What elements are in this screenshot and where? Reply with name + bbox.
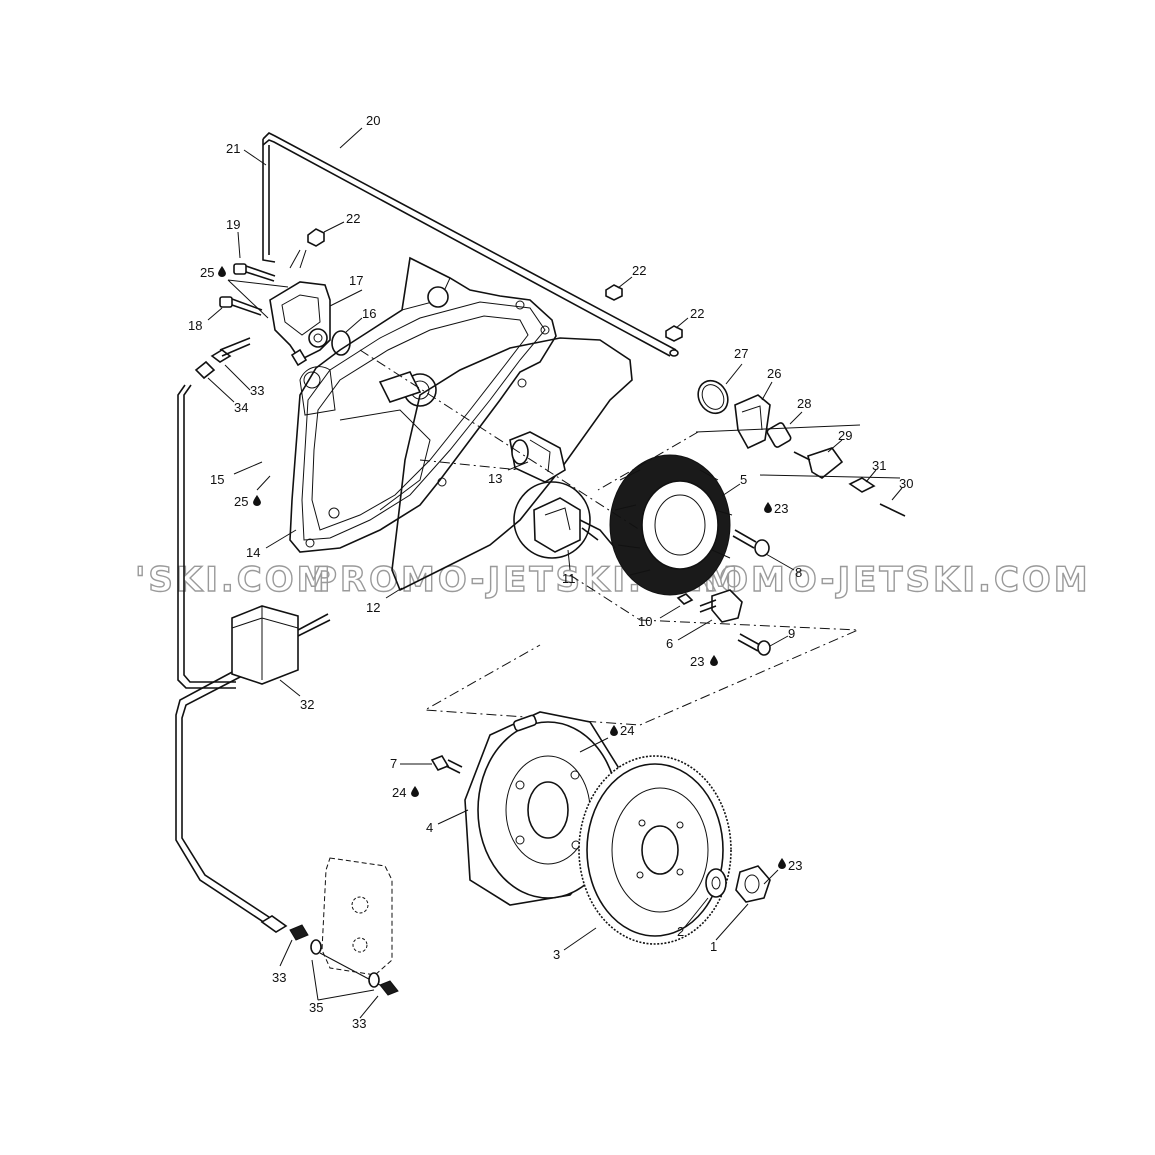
callout-22: 22	[632, 263, 646, 278]
callout-21: 21	[226, 141, 240, 156]
drop-icon	[764, 502, 772, 513]
callout-3: 3	[553, 947, 560, 962]
callout-4: 4	[426, 820, 433, 835]
callout-23: 23	[788, 858, 802, 873]
callout-23: 23	[690, 654, 704, 669]
rotor-hub-13	[509, 431, 566, 483]
drop-icon	[610, 725, 618, 736]
callout-32: 32	[300, 697, 314, 712]
drop-icon	[218, 266, 226, 277]
callout-25: 25	[200, 265, 214, 280]
drop-icon	[411, 786, 419, 797]
callout-31: 31	[872, 458, 886, 473]
callout-1: 1	[710, 939, 717, 954]
watermark: 'SKI.COM PROMO-JETSKI.COM PROMO-JETSKI.C…	[134, 559, 1088, 600]
callout-2: 2	[677, 924, 684, 939]
callout-34: 34	[234, 400, 248, 415]
callout-7: 7	[390, 756, 397, 771]
callout-22: 22	[346, 211, 360, 226]
callout-16: 16	[362, 306, 376, 321]
callout-14: 14	[246, 545, 260, 560]
callout-15: 15	[210, 472, 224, 487]
nut-1	[735, 865, 771, 903]
gasket-12	[391, 337, 633, 592]
wire-harness-11	[513, 481, 616, 559]
watermark-left: 'SKI.COM	[135, 560, 334, 600]
drop-icon	[778, 858, 786, 869]
callout-11: 11	[562, 571, 576, 586]
assembly-lines	[359, 349, 859, 726]
callout-12: 12	[366, 600, 380, 615]
callout-8: 8	[795, 565, 802, 580]
callout-33: 33	[250, 383, 264, 398]
clamp-22-icon	[307, 228, 683, 342]
callout-24: 24	[392, 785, 406, 800]
callout-17: 17	[349, 273, 363, 288]
callout-labels: 20 21 22 22 22 19 25 17 16 18 33 34 27 2…	[188, 113, 913, 1031]
callout-5: 5	[740, 472, 747, 487]
callout-29: 29	[838, 428, 852, 443]
callout-25: 25	[234, 494, 248, 509]
callout-26: 26	[767, 366, 781, 381]
callout-27: 27	[734, 346, 748, 361]
sensor-parts-26-31	[695, 379, 906, 517]
tube-20-21	[262, 132, 679, 357]
water-pump-17	[269, 281, 351, 367]
ring-gear-3	[578, 755, 732, 945]
callout-20: 20	[366, 113, 380, 128]
bolt-7-icon	[430, 755, 463, 774]
callout-33: 33	[272, 970, 286, 985]
callout-13: 13	[488, 471, 502, 486]
callout-22: 22	[690, 306, 704, 321]
callout-35: 35	[309, 1000, 323, 1015]
callout-9: 9	[788, 626, 795, 641]
callout-30: 30	[899, 476, 913, 491]
callout-19: 19	[226, 217, 240, 232]
bolt-8-icon	[732, 529, 770, 557]
callout-10: 10	[638, 614, 652, 629]
sensor-cable-32	[175, 337, 331, 926]
callout-18: 18	[188, 318, 202, 333]
callout-24: 24	[620, 723, 634, 738]
housing-cover-14	[289, 256, 557, 553]
drop-icon	[253, 495, 261, 506]
leader-lines	[207, 127, 903, 1019]
callout-6: 6	[666, 636, 673, 651]
callout-23: 23	[774, 501, 788, 516]
callout-28: 28	[797, 396, 811, 411]
callout-33: 33	[352, 1016, 366, 1031]
stator-5	[609, 454, 733, 596]
bracket-plate	[260, 857, 399, 996]
trigger-coil-6	[676, 589, 771, 656]
bolt-19-icon	[233, 263, 276, 282]
drop-icon	[710, 655, 718, 666]
washer-2	[705, 868, 727, 898]
